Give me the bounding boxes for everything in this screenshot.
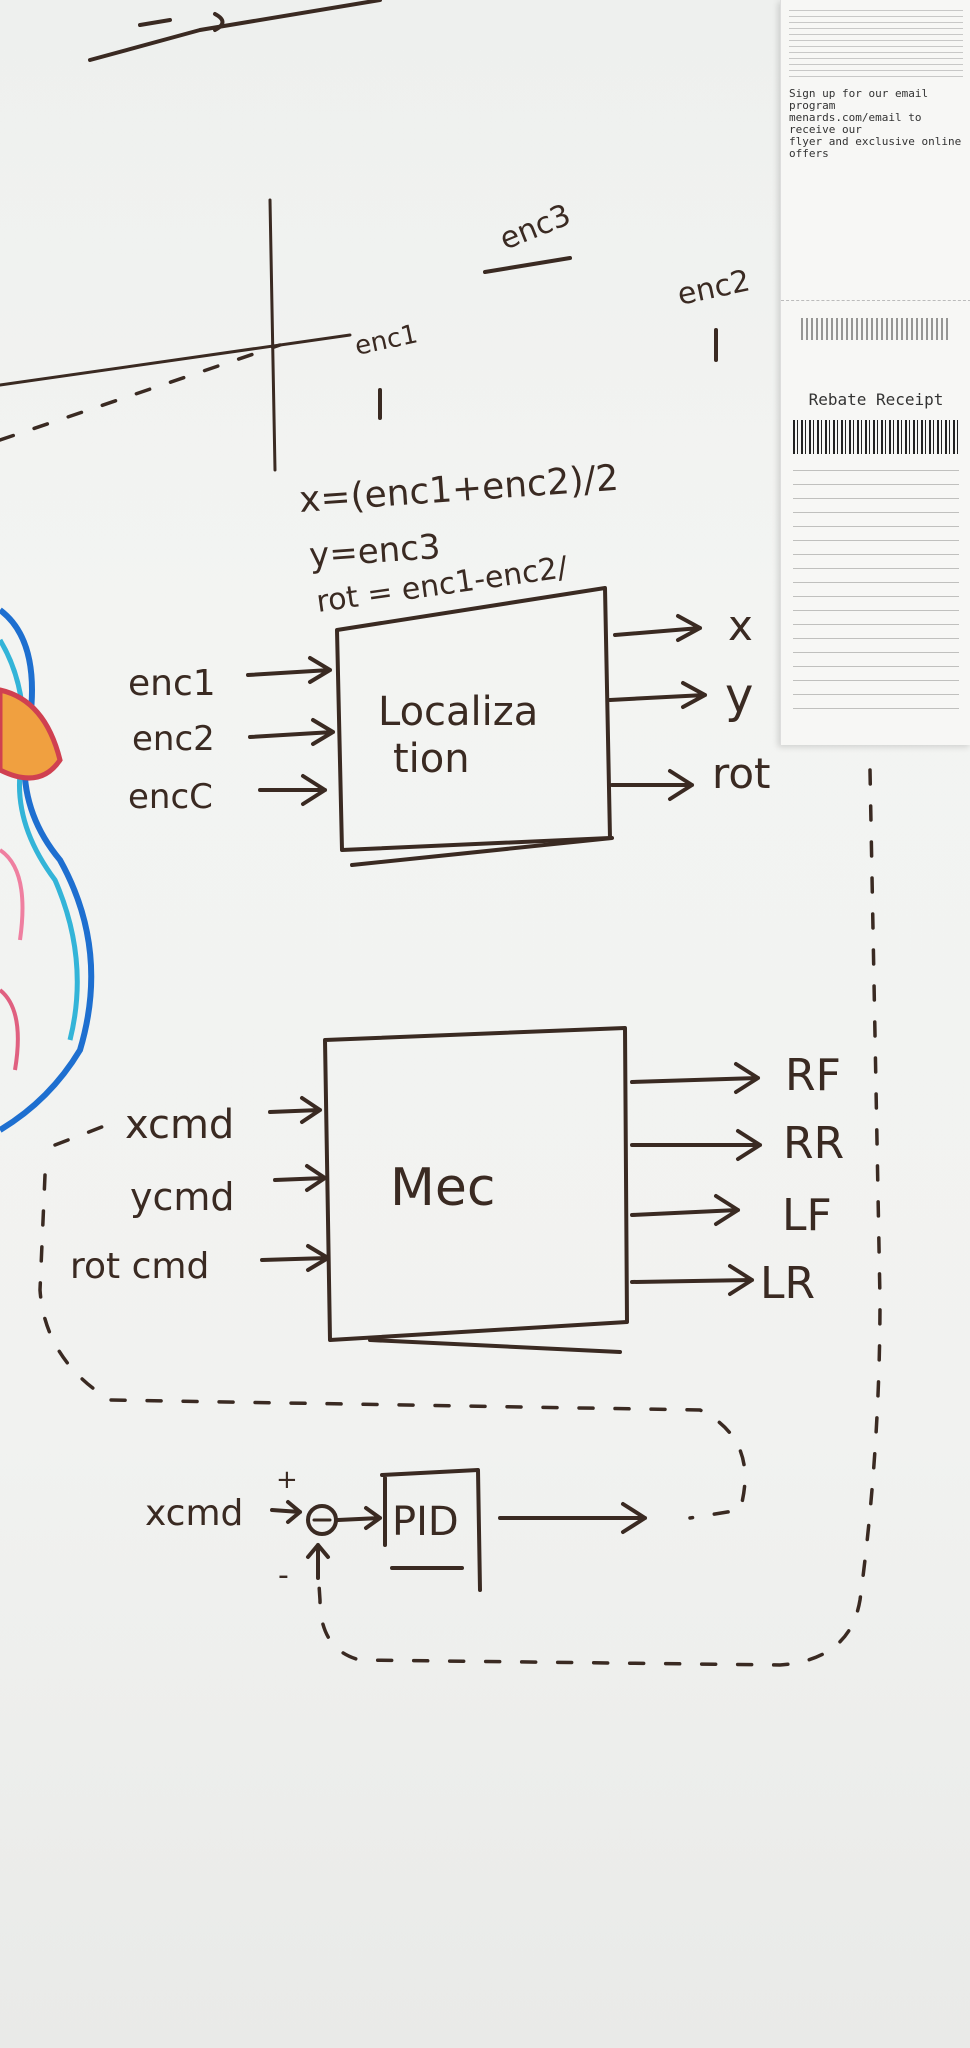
receipt: Sign up for our email program menards.co…	[780, 0, 970, 745]
receipt-line-1: Sign up for our email program	[789, 87, 929, 112]
mec-output-lf: LF	[782, 1190, 832, 1241]
formula-x: x=(enc1+enc2)/2	[298, 458, 620, 521]
formula-y: y=enc3	[308, 527, 442, 576]
mec-outputs: RF RR LF LR	[630, 1050, 844, 1309]
mec-block: Mec	[323, 1026, 629, 1354]
feedback-loops	[38, 768, 882, 1667]
mec-output-lr: LR	[760, 1258, 815, 1309]
loc-input-enc1: enc1	[128, 663, 216, 704]
receipt-header-text: Sign up for our email program menards.co…	[781, 0, 970, 170]
receipt-tear-line	[781, 300, 970, 301]
mec-input-rotcmd: rot cmd	[70, 1246, 209, 1287]
mec-output-rr: RR	[783, 1118, 844, 1169]
mec-input-xcmd: xcmd	[125, 1102, 234, 1148]
receipt-title: Rebate Receipt	[808, 390, 944, 409]
receipt-fine-print	[789, 10, 963, 80]
receipt-body-lines	[793, 470, 959, 720]
mec-output-rf: RF	[785, 1050, 841, 1101]
enc3-label: enc3	[495, 198, 576, 258]
localization-label-line2: tion	[393, 736, 470, 782]
mec-input-ycmd: ycmd	[130, 1175, 235, 1219]
receipt-barcode	[793, 420, 959, 454]
receipt-line-3: flyer and exclusive online offers	[789, 135, 962, 160]
receipt-logo	[801, 318, 951, 340]
pid-plus-sign: +	[276, 1465, 298, 1495]
loc-input-encc: encC	[128, 777, 213, 817]
loc-input-enc2: enc2	[132, 719, 215, 759]
colorful-drawing	[0, 607, 95, 1133]
top-scribble	[88, 0, 382, 62]
localization-outputs: x y rot	[608, 601, 771, 801]
pid-input-xcmd: xcmd	[145, 1493, 243, 1534]
localization-inputs: enc1 enc2 encC	[128, 656, 335, 817]
loc-output-y: y	[725, 668, 753, 724]
mec-label: Mec	[390, 1158, 495, 1218]
pid-minus-sign: -	[278, 1558, 289, 1593]
loc-output-rot: rot	[712, 749, 771, 798]
loc-output-x: x	[728, 601, 753, 650]
localization-block: Localiza tion	[335, 586, 614, 867]
receipt-line-2: menards.com/email to receive our	[789, 111, 922, 136]
localization-label-line1: Localiza	[378, 689, 538, 735]
enc2-label: enc2	[674, 263, 753, 312]
pid-section: xcmd + - PID	[145, 1465, 647, 1593]
pid-label: PID	[392, 1499, 459, 1545]
axis-sketch	[0, 198, 718, 472]
mec-inputs: xcmd ycmd rot cmd	[53, 1096, 330, 1287]
enc1-label: enc1	[352, 319, 420, 362]
